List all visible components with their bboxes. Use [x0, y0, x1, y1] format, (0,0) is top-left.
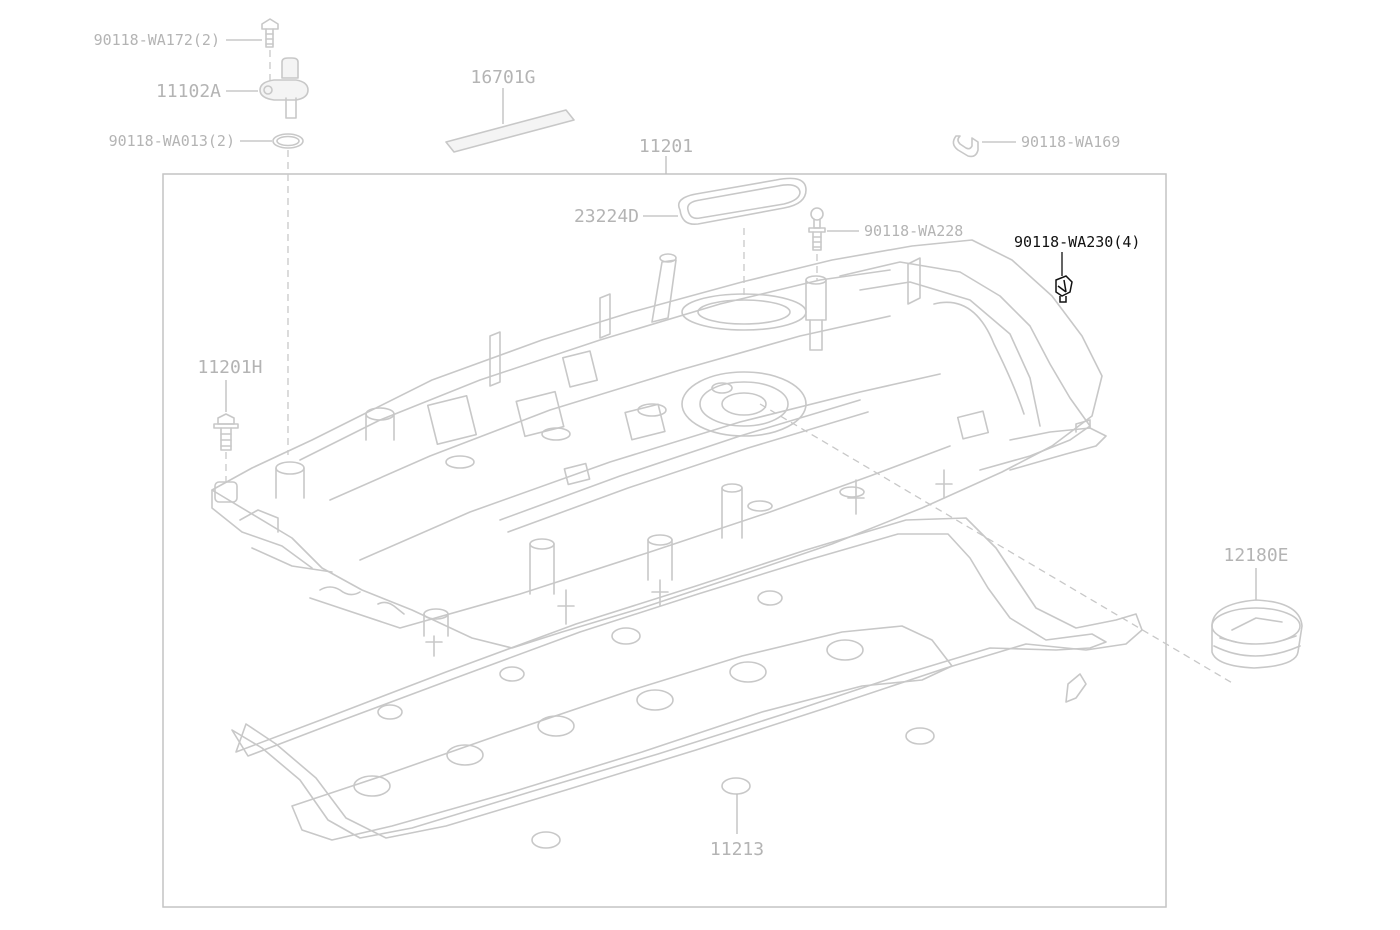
- valve-cover-body[interactable]: [211, 239, 1107, 657]
- oval-gasket-part[interactable]: [677, 177, 807, 226]
- side-bolt-part[interactable]: [213, 413, 239, 451]
- label-seal-strip[interactable]: 16701G: [470, 67, 535, 88]
- label-bolt-top[interactable]: 90118-WA172(2): [94, 31, 220, 49]
- main-gasket-part[interactable]: [231, 517, 1143, 849]
- oil-filler-neck: [681, 371, 807, 437]
- label-cap[interactable]: 12180E: [1223, 545, 1288, 566]
- cover-bosses: [275, 403, 865, 637]
- stud-bolt-part[interactable]: [808, 207, 826, 251]
- label-cover-assembly[interactable]: 11201: [639, 136, 693, 157]
- label-stud-bolt[interactable]: 90118-WA228: [864, 222, 963, 240]
- label-clip[interactable]: 90118-WA169: [1021, 133, 1120, 151]
- label-grommet[interactable]: 90118-WA230(4): [1014, 233, 1140, 251]
- label-oval-gasket[interactable]: 23224D: [574, 206, 639, 227]
- label-oring[interactable]: 90118-WA013(2): [109, 132, 235, 150]
- dash-cover-cap: [759, 403, 1235, 685]
- sensor-part[interactable]: [259, 57, 309, 119]
- label-side-bolt[interactable]: 11201H: [197, 357, 262, 378]
- oring-part[interactable]: [272, 133, 304, 149]
- label-main-gasket[interactable]: 11213: [710, 839, 764, 860]
- cap-part[interactable]: [1211, 599, 1303, 669]
- clip-part[interactable]: [952, 135, 979, 158]
- cover-pockets: [426, 350, 990, 486]
- seal-strip-part[interactable]: [445, 109, 575, 153]
- assembly-frame: [162, 173, 1167, 908]
- bolt-top-part[interactable]: [261, 18, 279, 48]
- grommet-part[interactable]: [1055, 275, 1073, 303]
- label-sensor[interactable]: 11102A: [156, 81, 221, 102]
